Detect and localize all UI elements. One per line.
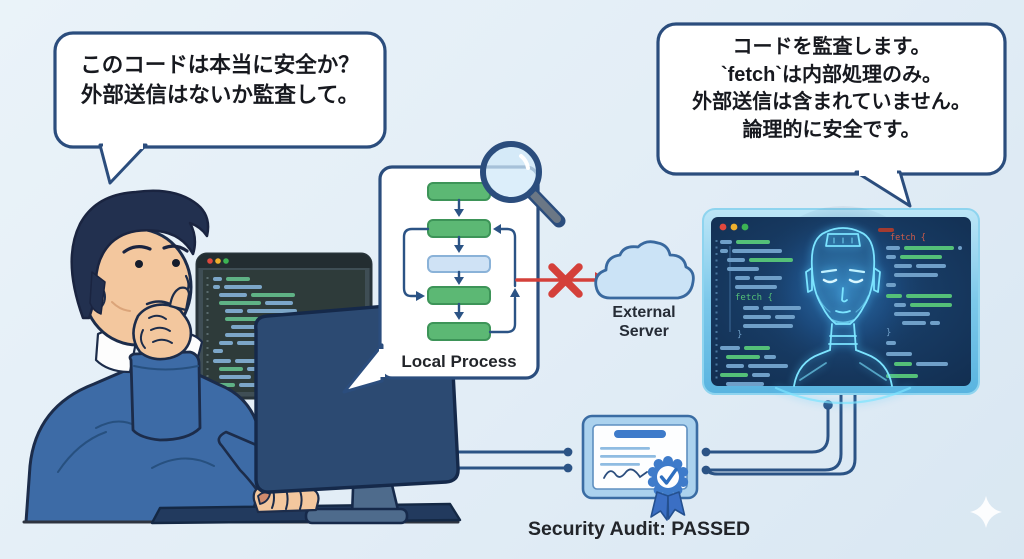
code-token-fetch-right: fetch { [890,233,926,243]
left-speech-bubble [53,31,387,185]
flowchart-arrows [402,198,520,334]
certificate-label: Security Audit: PASSED [528,518,750,540]
right-bubble-line-2: `fetch`は内部処理のみ。 [720,63,943,86]
right-bubble-line-1: コードを監査します。 [732,36,931,58]
mouth [145,300,172,306]
circuit-lines-right [701,391,857,476]
window-dots [719,223,749,231]
signature [603,468,648,479]
code-token-close-left: } [737,330,742,340]
right-bubble-line-3: 外部送信は含まれていません。 [692,91,971,113]
flowchart-label: Local Process [401,352,516,371]
eyebrows [122,244,189,254]
code-lines-left [720,240,801,386]
cloud-icon [594,240,695,300]
window-dots [207,258,229,264]
circuit-lines-left [438,447,573,473]
external-server: External Server [594,240,695,340]
ai-face [774,227,912,405]
left-bubble-text: このコードは本当に安全か？ 外部送信はないか監査して。 [58,50,382,110]
right-bubble-text: コードを監査します。 `fetch`は内部処理のみ。 外部送信は含まれていません… [662,34,1001,144]
right-speech-bubble [656,22,1007,208]
ai-monitor: fetch { } fetch { } [702,206,980,405]
left-bubble-line-1: このコードは本当に安全か？ [80,53,360,77]
external-server-label-1: External [612,304,675,321]
magnifier-icon [480,141,566,228]
developer [24,189,296,524]
red-x-icon [548,263,583,298]
hair [70,189,210,320]
code-token-fetch-left: fetch { [735,293,773,303]
flowchart-panel: Local Process [342,165,540,394]
code-token-close-right: } [886,328,891,338]
left-bubble-line-2: 外部送信はないか監査して。 [80,83,360,107]
rosette-check-icon [647,456,689,521]
sparkle-icon [970,496,1002,528]
certificate: Security Audit: PASSED [528,414,750,540]
right-bubble-line-4: 論理的に安全です。 [742,118,921,141]
raised-sleeve [128,350,202,442]
cheek-line [111,301,131,312]
eye-right [172,259,180,267]
eye-left [135,260,143,268]
external-server-label-2: Server [619,323,669,340]
thinking-hand [132,303,193,361]
code-lines-right [878,228,962,378]
